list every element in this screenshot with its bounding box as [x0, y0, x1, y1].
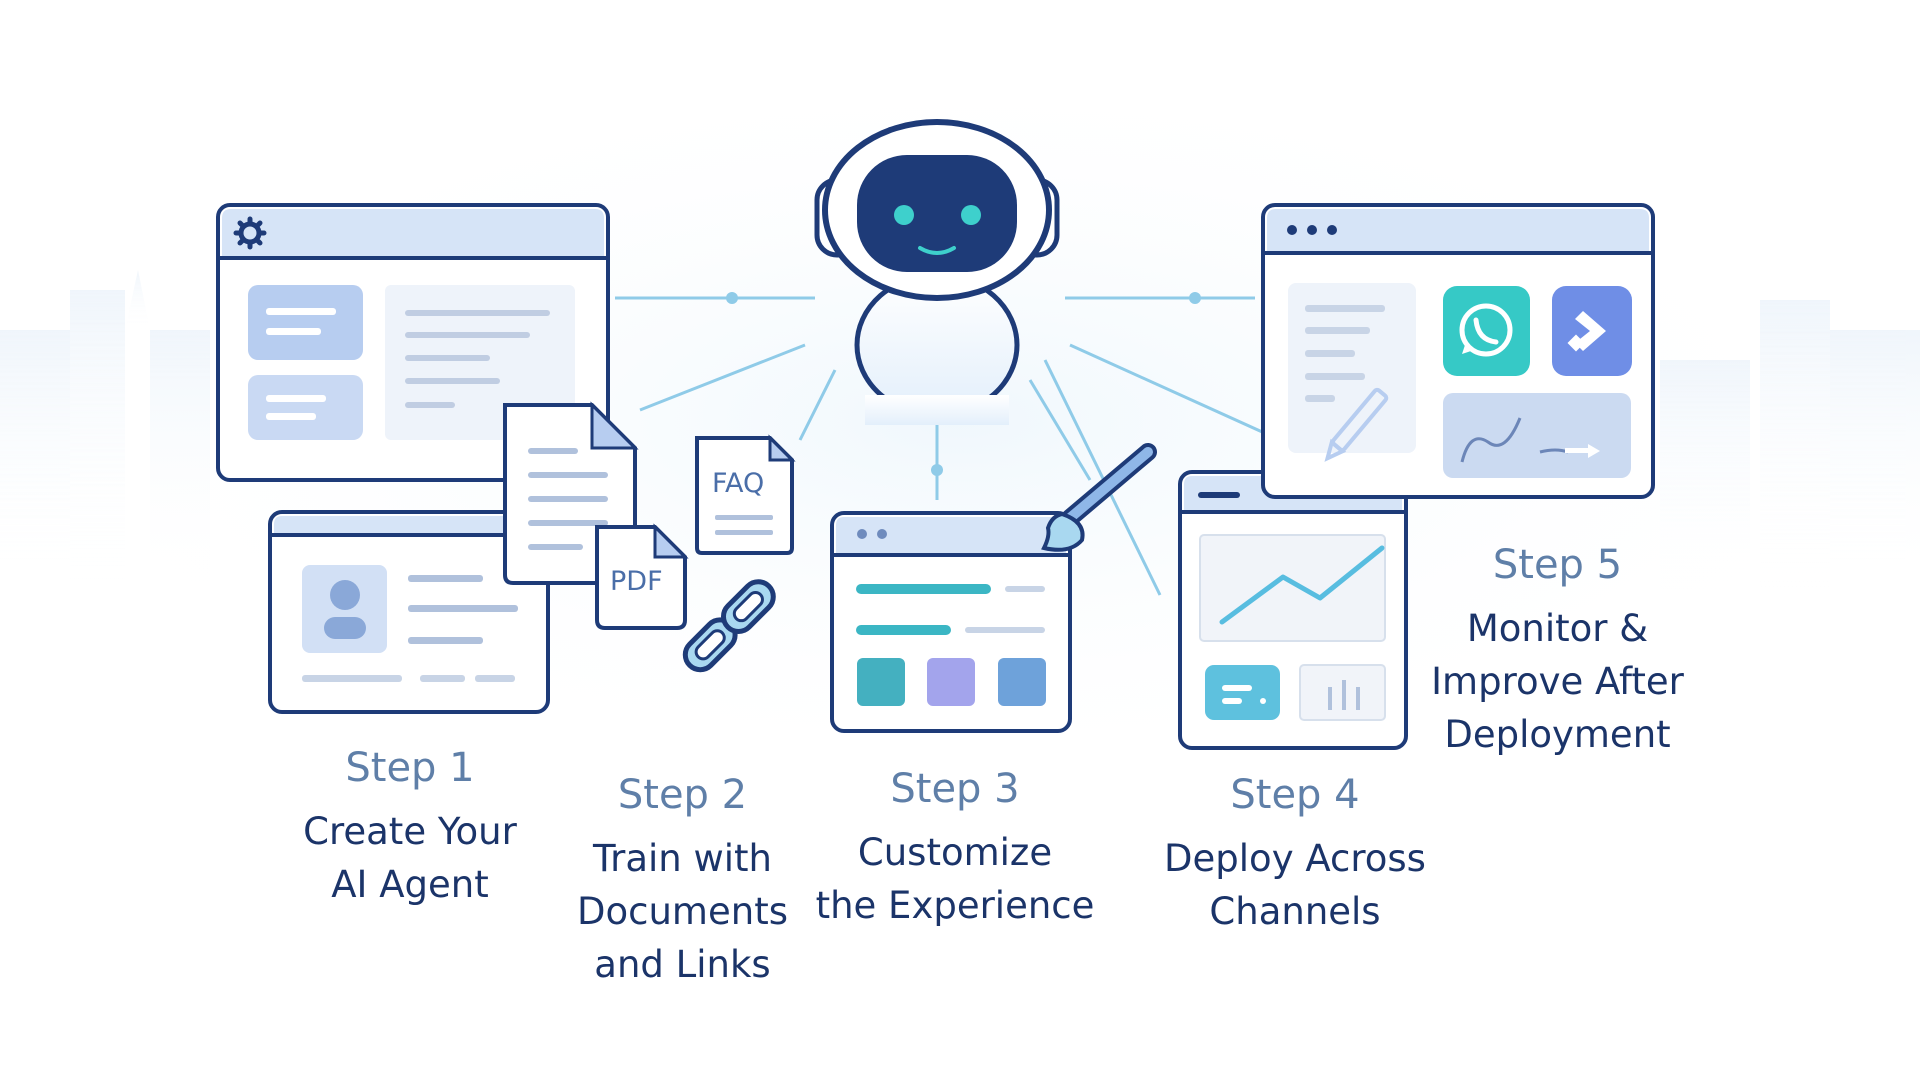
connector-lines [615, 296, 1281, 596]
step-2-number: Step 2 [617, 772, 748, 818]
faq-label: FAQ [712, 468, 764, 499]
step-4-title: Deploy Across Channels [1164, 837, 1426, 933]
step-4-number: Step 4 [1230, 772, 1360, 818]
step-2-caption: Step 2 Train with Documents and Links [540, 772, 825, 991]
step-5-number: Step 5 [1492, 542, 1623, 588]
user-icon [324, 580, 366, 639]
step-5-title: Monitor & Improve After Deployment [1431, 607, 1684, 756]
step-5-caption: Step 5 Monitor & Improve After Deploymen… [1405, 542, 1710, 761]
bar-chart-icon [1328, 680, 1360, 710]
step-1-title: Create Your AI Agent [303, 810, 517, 906]
customize-window [830, 511, 1072, 733]
arrow-right-icon [1552, 286, 1632, 376]
whatsapp-icon [1443, 286, 1530, 376]
pdf-label: PDF [610, 566, 663, 597]
link-chain-icon [682, 579, 776, 673]
step-1-caption: Step 1 Create Your AI Agent [270, 745, 550, 911]
gear-icon [233, 216, 267, 250]
step-3-caption: Step 3 Customize the Experience [800, 766, 1110, 932]
agent-profile-window [268, 510, 550, 714]
pdf-document: PDF [595, 523, 689, 630]
step-3-title: Customize the Experience [815, 831, 1095, 927]
connector-dots [726, 292, 1201, 476]
step-3-number: Step 3 [890, 766, 1020, 812]
paint-brush-icon [1041, 443, 1157, 552]
monitor-window [1261, 203, 1655, 499]
faq-document: FAQ [695, 434, 796, 555]
step-1-number: Step 1 [345, 745, 475, 791]
pencil-icon [1324, 387, 1389, 462]
step-2-title: Train with Documents and Links [577, 837, 788, 986]
robot-icon [814, 119, 1060, 425]
step-4-caption: Step 4 Deploy Across Channels [1140, 772, 1450, 938]
line-chart-icon [1219, 545, 1385, 625]
deploy-window [1178, 470, 1408, 750]
